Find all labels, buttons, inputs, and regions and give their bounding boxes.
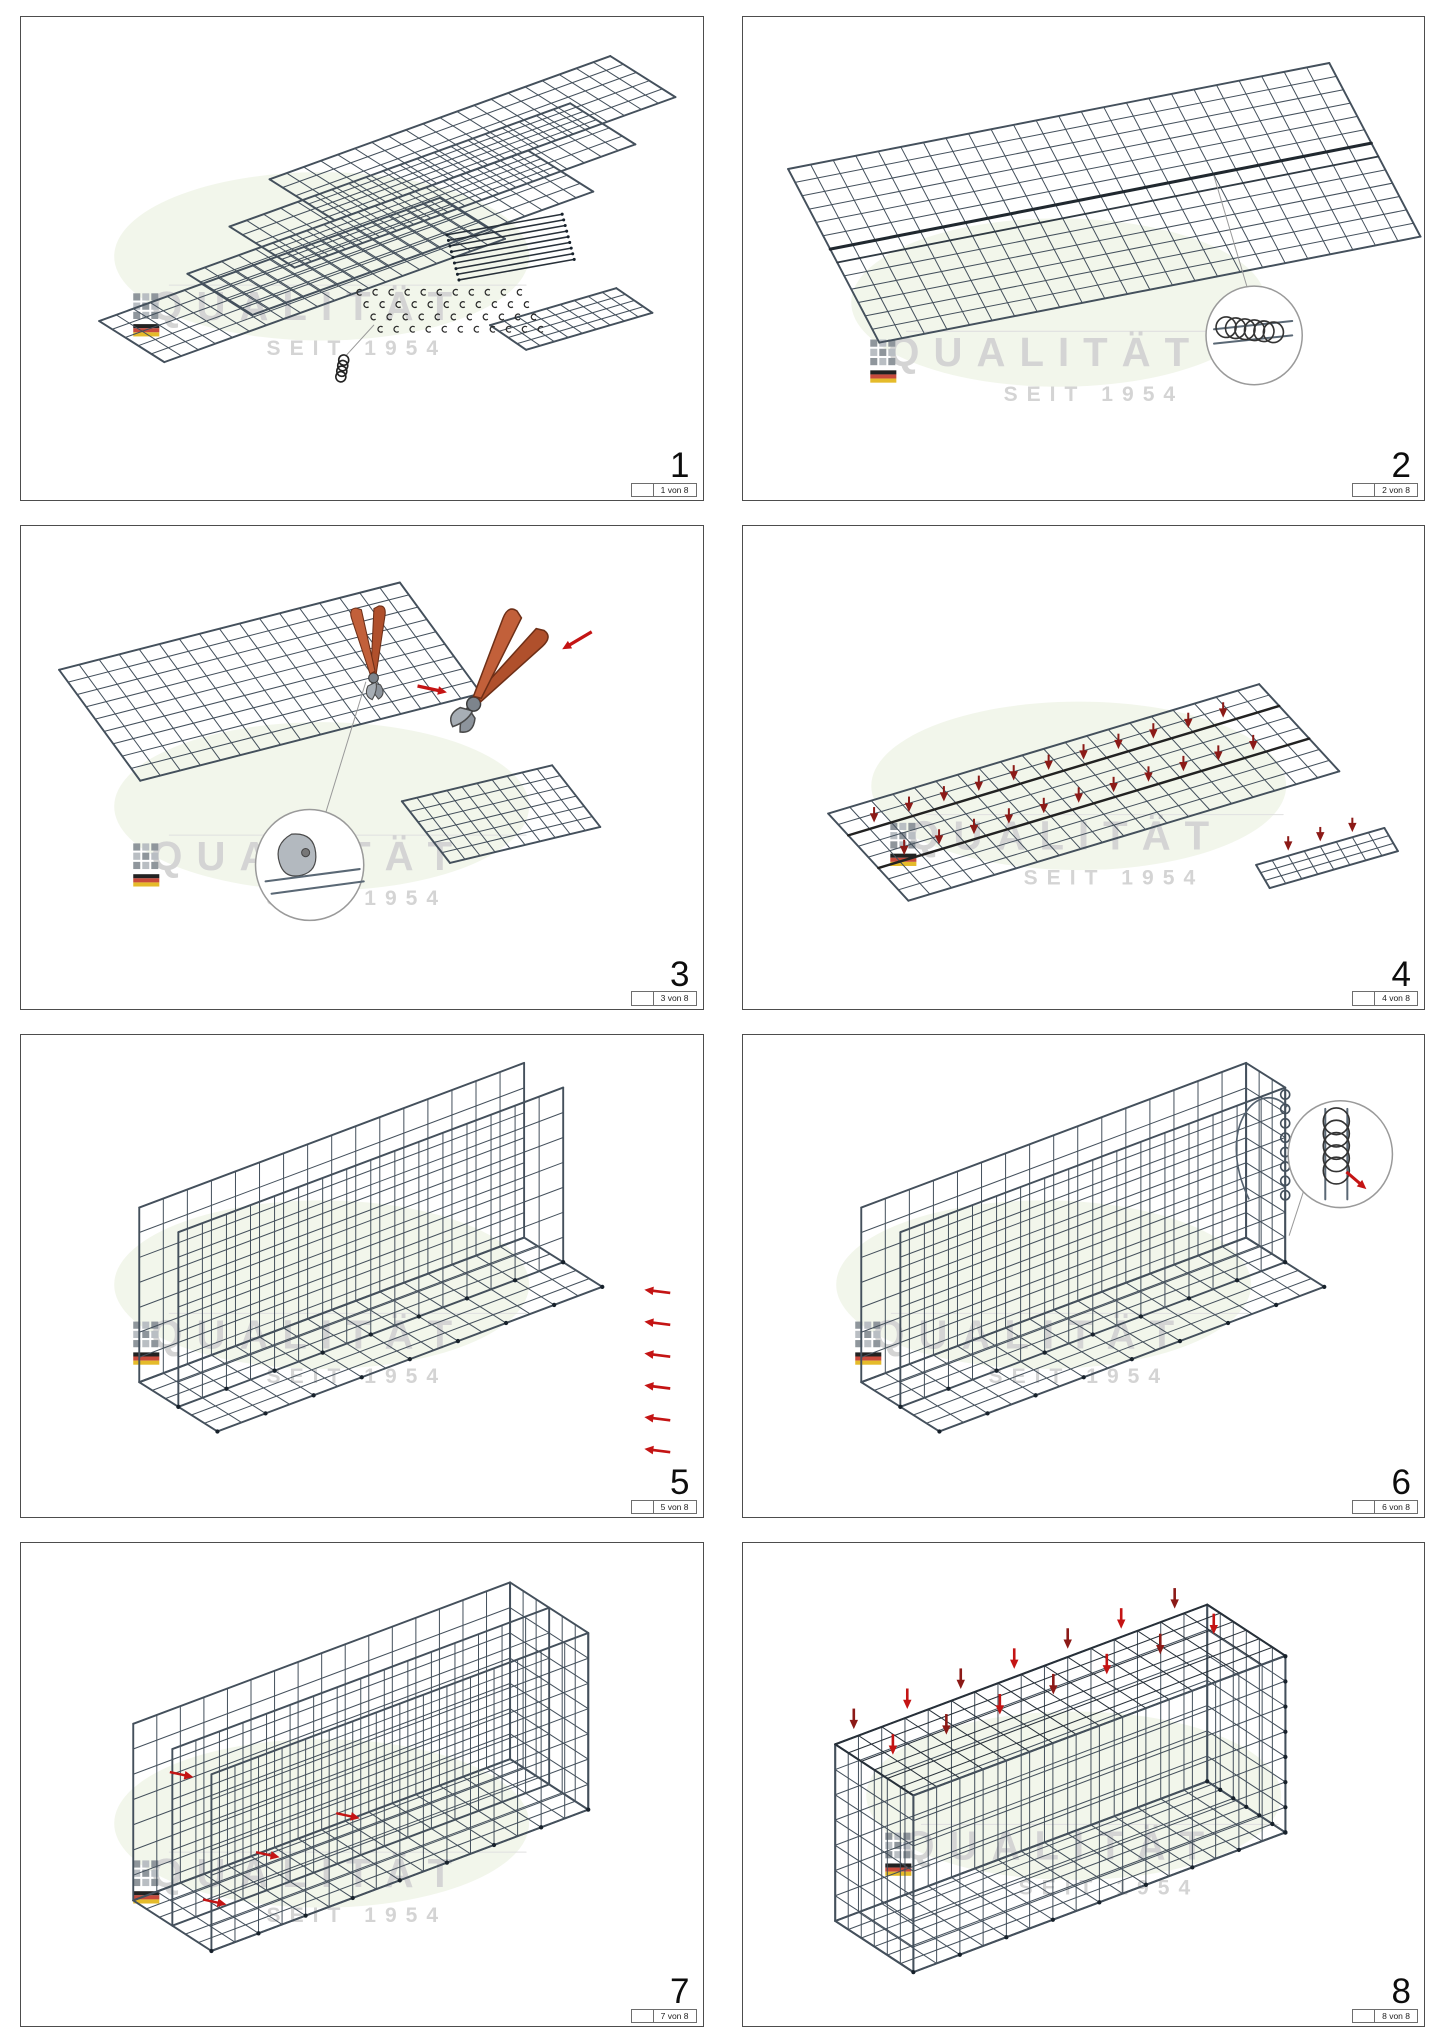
step-panel-4: QUALITÄT SEIT 1954 4 4 von 8 bbox=[741, 524, 1425, 1010]
sheet-counter-value: 4 von 8 bbox=[1382, 993, 1410, 1004]
sheet-counter: 5 von 8 bbox=[630, 1500, 697, 1515]
svg-text:QUALITÄT: QUALITÄT bbox=[908, 812, 1223, 859]
step-number: 4 bbox=[1391, 954, 1411, 994]
step-number: 8 bbox=[1391, 1972, 1411, 2011]
step-1-drawing: QUALITÄT SEIT 1954 bbox=[98, 55, 677, 383]
svg-text:SEIT 1954: SEIT 1954 bbox=[1023, 865, 1204, 889]
sheet-counter-spacer bbox=[632, 992, 654, 1005]
svg-text:QUALITÄT: QUALITÄT bbox=[903, 1822, 1218, 1869]
step-2-drawing: QUALITÄT SEIT 1954 bbox=[786, 62, 1421, 406]
sheet-counter: 3 von 8 bbox=[630, 991, 697, 1006]
sheet-counter-value: 1 von 8 bbox=[660, 484, 689, 495]
step-number: 6 bbox=[1391, 1463, 1411, 1503]
step-4-drawing: QUALITÄT SEIT 1954 bbox=[826, 682, 1399, 902]
sheet-counter-value: 5 von 8 bbox=[660, 1502, 689, 1513]
sheet-counter: 7 von 8 bbox=[630, 2008, 697, 2023]
sheet-counter-value: 8 von 8 bbox=[1382, 2010, 1410, 2021]
step-number: 5 bbox=[670, 1463, 690, 1503]
sheet-counter: 6 von 8 bbox=[1352, 1500, 1418, 1515]
sheet-counter-spacer bbox=[632, 2009, 654, 2022]
sheet-counter-spacer bbox=[632, 1501, 654, 1514]
sheet-counter: 8 von 8 bbox=[1352, 2008, 1418, 2023]
step-number: 7 bbox=[670, 1972, 690, 2011]
sheet-counter: 4 von 8 bbox=[1352, 991, 1418, 1006]
svg-text:QUALITÄT: QUALITÄT bbox=[151, 283, 466, 330]
step-number: 2 bbox=[1391, 445, 1411, 485]
sheet-counter-spacer bbox=[632, 483, 654, 496]
sheet-counter: 1 von 8 bbox=[630, 482, 697, 497]
sheet-counter-value: 2 von 8 bbox=[1382, 484, 1410, 495]
step-panel-2: QUALITÄT SEIT 1954 2 2 von 8 bbox=[741, 16, 1425, 501]
sheet-counter-spacer bbox=[1353, 2009, 1376, 2022]
step-number: 1 bbox=[670, 445, 690, 485]
svg-text:SEIT 1954: SEIT 1954 bbox=[267, 336, 448, 360]
sheet-counter-value: 6 von 8 bbox=[1382, 1502, 1410, 1513]
sheet-counter: 2 von 8 bbox=[1352, 482, 1418, 497]
svg-text:QUALITÄT: QUALITÄT bbox=[888, 329, 1203, 376]
svg-text:SEIT 1954: SEIT 1954 bbox=[267, 1903, 448, 1927]
sheet-counter-spacer bbox=[1353, 483, 1376, 496]
svg-text:SEIT 1954: SEIT 1954 bbox=[1003, 382, 1184, 406]
step-number: 3 bbox=[670, 954, 690, 994]
sheet-counter-spacer bbox=[1353, 1501, 1376, 1514]
sheet-counter-spacer bbox=[1353, 992, 1376, 1005]
sheet-counter-value: 3 von 8 bbox=[660, 993, 689, 1004]
sheet-counter-value: 7 von 8 bbox=[660, 2010, 689, 2021]
step-panel-1: QUALITÄT SEIT 1954 1 1 von 8 bbox=[20, 16, 704, 501]
